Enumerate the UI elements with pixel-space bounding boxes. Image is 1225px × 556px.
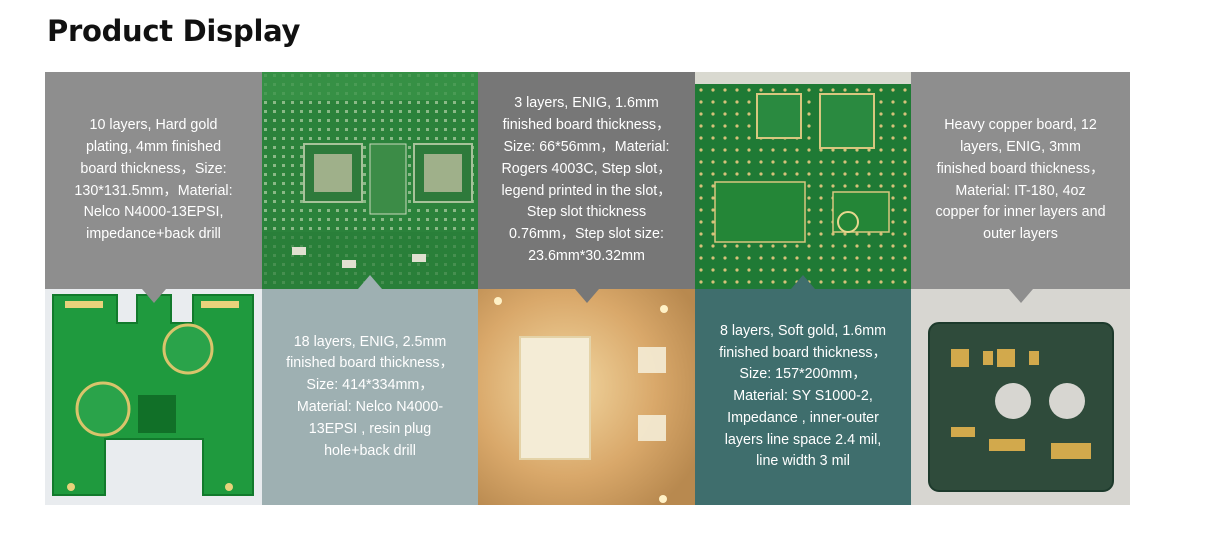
product-description: Heavy copper board, 12 layers, ENIG, 3mm…: [935, 117, 1106, 243]
product-photo-heavy-copper-board: [911, 289, 1130, 505]
product-description-card: 18 layers, ENIG, 2.5mm finished board th…: [262, 275, 478, 505]
pointer-arrow-down-icon: [141, 289, 166, 303]
product-description: 3 layers, ENIG, 1.6mm finished board thi…: [501, 95, 672, 264]
product-description-card: 3 layers, ENIG, 1.6mm finished board thi…: [478, 72, 695, 303]
product-description-card: Heavy copper board, 12 layers, ENIG, 3mm…: [911, 72, 1130, 303]
pointer-arrow-up-icon: [791, 275, 815, 289]
pointer-arrow-up-icon: [358, 275, 382, 289]
pointer-arrow-down-icon: [574, 289, 599, 303]
product-photo-10-layer-board: [45, 289, 262, 505]
product-description: 10 layers, Hard gold plating, 4mm finish…: [74, 117, 233, 243]
product-photo-3-layer-board: [478, 289, 695, 505]
product-description: 8 layers, Soft gold, 1.6mm finished boar…: [719, 322, 887, 470]
pcb-photo-icon: [45, 289, 262, 505]
product-description-card: 8 layers, Soft gold, 1.6mm finished boar…: [695, 275, 911, 505]
product-grid: 10 layers, Hard gold plating, 4mm finish…: [45, 72, 1130, 505]
pcb-photo-icon: [478, 289, 695, 505]
product-photo-18-layer-board: [262, 72, 478, 289]
pcb-photo-icon: [262, 72, 478, 289]
pcb-photo-icon: [695, 72, 911, 289]
pcb-photo-icon: [911, 289, 1130, 505]
page-title: Product Display: [47, 14, 301, 48]
product-description: 18 layers, ENIG, 2.5mm finished board th…: [286, 333, 454, 459]
product-photo-8-layer-board: [695, 72, 911, 289]
product-description-card: 10 layers, Hard gold plating, 4mm finish…: [45, 72, 262, 303]
pointer-arrow-down-icon: [1008, 289, 1033, 303]
